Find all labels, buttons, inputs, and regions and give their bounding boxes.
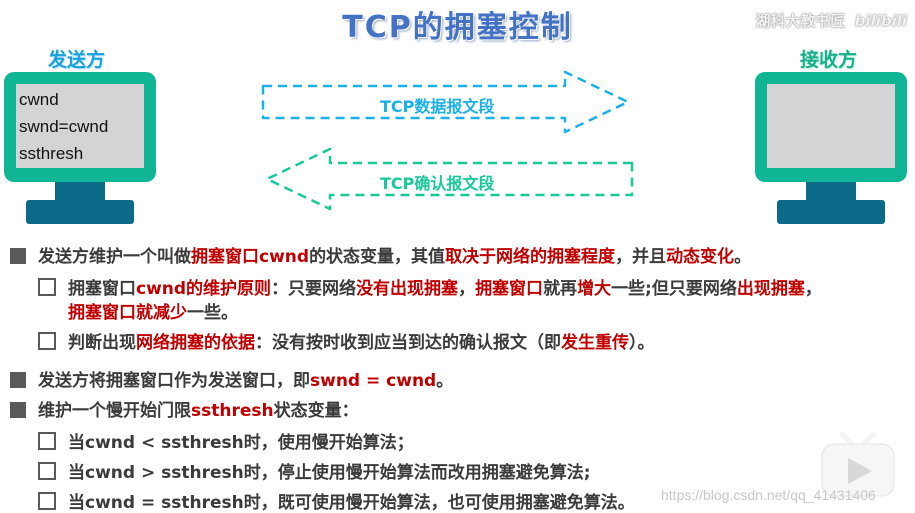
text: ：只要网络 (271, 279, 357, 299)
text: 维护一个慢开始门限 (38, 401, 191, 421)
channel-watermark: 湖科大教书匠 bilibili (755, 10, 907, 31)
sender-label: 发送方 (48, 49, 106, 71)
receiver-label: 接收方 (800, 49, 858, 71)
ack-segment-arrow-icon (265, 147, 634, 211)
text: 当cwnd > ssthresh时，停止使用慢开始算法而改用拥塞避免算法; (68, 463, 591, 483)
highlight-text: 动态变化 (666, 247, 735, 267)
highlight-text: cwnd的维护原则 (136, 279, 272, 299)
bullet-cwnd-greater-than-ssthresh: 当cwnd > ssthresh时，停止使用慢开始算法而改用拥塞避免算法; (38, 458, 591, 483)
text: 当cwnd < ssthresh时，使用慢开始算法； (68, 433, 414, 453)
checkbox-bullet-icon (38, 462, 56, 480)
text: 判断出现 (68, 333, 136, 353)
bullet-cwnd-equals-ssthresh: 当cwnd = ssthresh时，既可使用慢开始算法，也可使用拥塞避免算法。 (38, 488, 635, 513)
data-segment-arrow-icon (261, 70, 630, 134)
text: ， (804, 279, 822, 299)
text: 发送方将拥塞窗口作为发送窗口，即 (38, 371, 310, 391)
highlight-text: swnd = cwnd (310, 371, 437, 391)
text: ：没有按时收到应当到达的确认报文（即 (255, 333, 561, 353)
bullet-ssthresh: 维护一个慢开始门限ssthresh状态变量： (10, 396, 359, 421)
checkbox-bullet-icon (38, 278, 56, 296)
highlight-text: 发生重传 (561, 333, 629, 353)
screen-line-cwnd: cwnd (19, 90, 59, 109)
square-bullet-icon (10, 372, 26, 388)
highlight-text: 出现拥塞 (736, 279, 805, 299)
bilibili-logo: bilibili (854, 12, 907, 30)
data-segment-label: TCP数据报文段 (380, 97, 495, 116)
text: 当cwnd = ssthresh时，既可使用慢开始算法，也可使用拥塞避免算法。 (68, 493, 635, 513)
text: 一些。 (187, 303, 238, 323)
text: 的状态变量，其值 (309, 247, 446, 267)
bilibili-play-icon[interactable] (818, 430, 898, 502)
text: ，并且 (615, 247, 667, 267)
text: 状态变量： (273, 401, 359, 421)
checkbox-bullet-icon (38, 432, 56, 450)
ack-segment-label: TCP确认报文段 (380, 174, 495, 193)
text: 就再 (543, 279, 578, 299)
text: ）。 (629, 333, 655, 353)
bullet-cwnd-principle: 拥塞窗口cwnd的维护原则：只要网络没有出现拥塞，拥塞窗口就再增大一些;但只要网… (38, 274, 822, 299)
checkbox-bullet-icon (38, 492, 56, 510)
highlight-text: 拥塞窗口cwnd (191, 247, 310, 267)
sender-monitor-icon: cwnd swnd=cwnd ssthresh (4, 72, 156, 227)
page-title: TCP的拥塞控制 (342, 10, 573, 45)
text: 拥塞窗口 (68, 279, 136, 299)
screen-line-swnd: swnd=cwnd (19, 117, 109, 136)
receiver-monitor-icon (755, 72, 907, 227)
highlight-text: 增大 (577, 279, 612, 299)
checkbox-bullet-icon (38, 332, 56, 350)
csdn-url-watermark: https://blog.csdn.net/qq_41431406 (661, 487, 876, 503)
bullet-cwnd-less-than-ssthresh: 当cwnd < ssthresh时，使用慢开始算法； (38, 428, 414, 453)
text: ， (458, 279, 476, 299)
highlight-text: ssthresh (191, 401, 274, 421)
highlight-text: 拥塞窗口 (475, 279, 544, 299)
highlight-text: 拥塞窗口就减少 (68, 303, 187, 323)
text: 。 (734, 247, 752, 267)
bullet-cwnd-principle-continuation: 拥塞窗口就减少一些。 (68, 298, 238, 323)
square-bullet-icon (10, 248, 26, 264)
text: 。 (436, 371, 454, 391)
highlight-text: 没有出现拥塞 (356, 279, 459, 299)
channel-name: 湖科大教书匠 (755, 12, 846, 30)
square-bullet-icon (10, 402, 26, 418)
text: 发送方维护一个叫做 (38, 247, 191, 267)
bullet-cwnd-definition: 发送方维护一个叫做拥塞窗口cwnd的状态变量，其值取决于网络的拥塞程度，并且动态… (10, 242, 751, 267)
bullet-congestion-criterion: 判断出现网络拥塞的依据：没有按时收到应当到达的确认报文（即发生重传）。 (38, 328, 655, 353)
text: 一些;但只要网络 (611, 279, 737, 299)
bullet-swnd-equals-cwnd: 发送方将拥塞窗口作为发送窗口，即swnd = cwnd。 (10, 366, 453, 391)
highlight-text: 取决于网络的拥塞程度 (445, 247, 616, 267)
screen-line-ssthresh: ssthresh (19, 144, 84, 163)
highlight-text: 网络拥塞的依据 (136, 333, 255, 353)
